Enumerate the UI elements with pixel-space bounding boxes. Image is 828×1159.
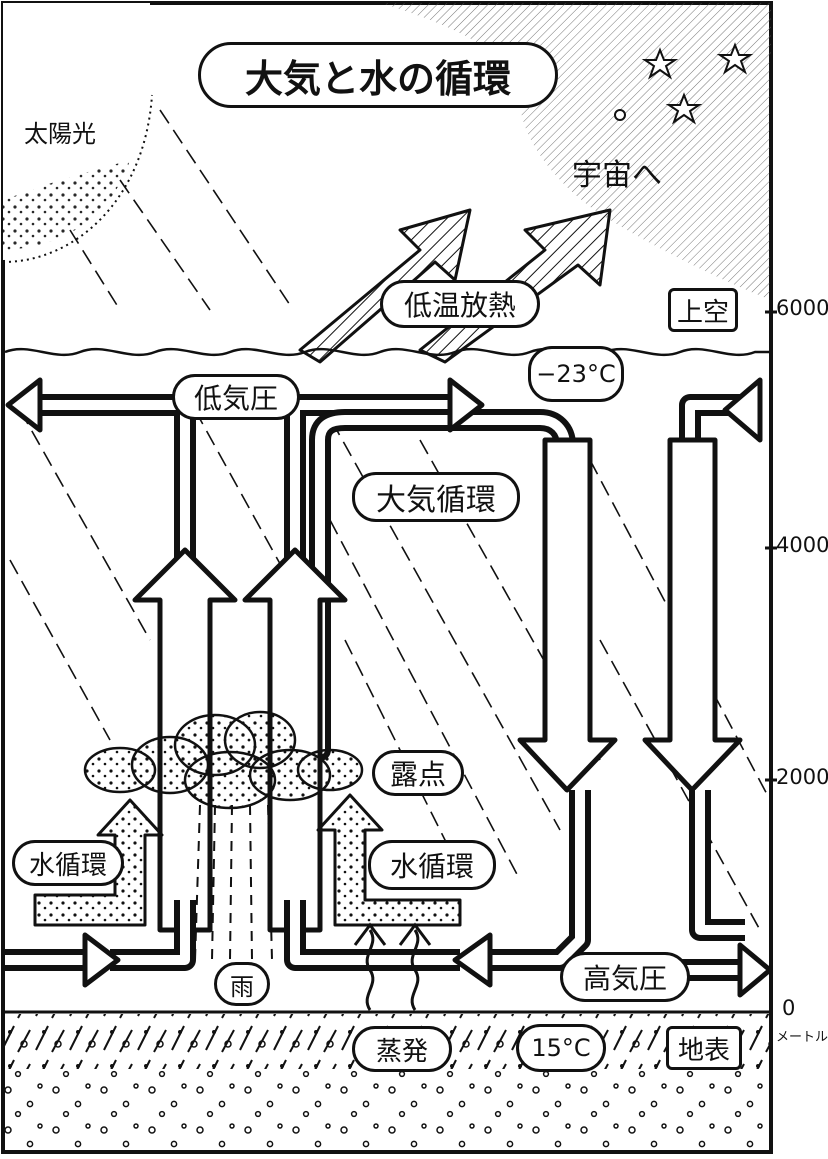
surface-temperature-label: 15°C (516, 1024, 606, 1072)
ground-surface-label: 地表 (666, 1026, 742, 1070)
altitude-unit: メートル (776, 1026, 828, 1045)
upper-air-label: 上空 (668, 288, 738, 332)
atmospheric-circulation-label: 大気循環 (352, 472, 520, 522)
altitude-tick-6000: 6000 (776, 296, 828, 320)
altitude-tick-2000: 2000 (776, 765, 828, 789)
sunlight-label: 太陽光 (24, 114, 96, 149)
high-pressure-label: 高気圧 (560, 952, 690, 1002)
upper-temperature-label: −23°C (528, 346, 624, 402)
to-space-label: 宇宙へ (572, 150, 662, 194)
ground-pebbles (5, 1070, 769, 1150)
rain-label: 雨 (214, 962, 270, 1006)
diagram-title: 大気と水の循環 (198, 42, 558, 108)
dew-point-label: 露点 (372, 750, 464, 796)
water-circulation-left-label: 水循環 (12, 840, 124, 886)
altitude-tick-0: 0 (782, 996, 795, 1020)
altitude-tick-4000: 4000 (776, 533, 828, 557)
evaporation-label: 蒸発 (352, 1026, 452, 1072)
water-circulation-right-label: 水循環 (368, 840, 496, 890)
low-temp-radiation-label: 低温放熱 (380, 280, 540, 328)
low-pressure-label: 低気圧 (172, 374, 300, 420)
